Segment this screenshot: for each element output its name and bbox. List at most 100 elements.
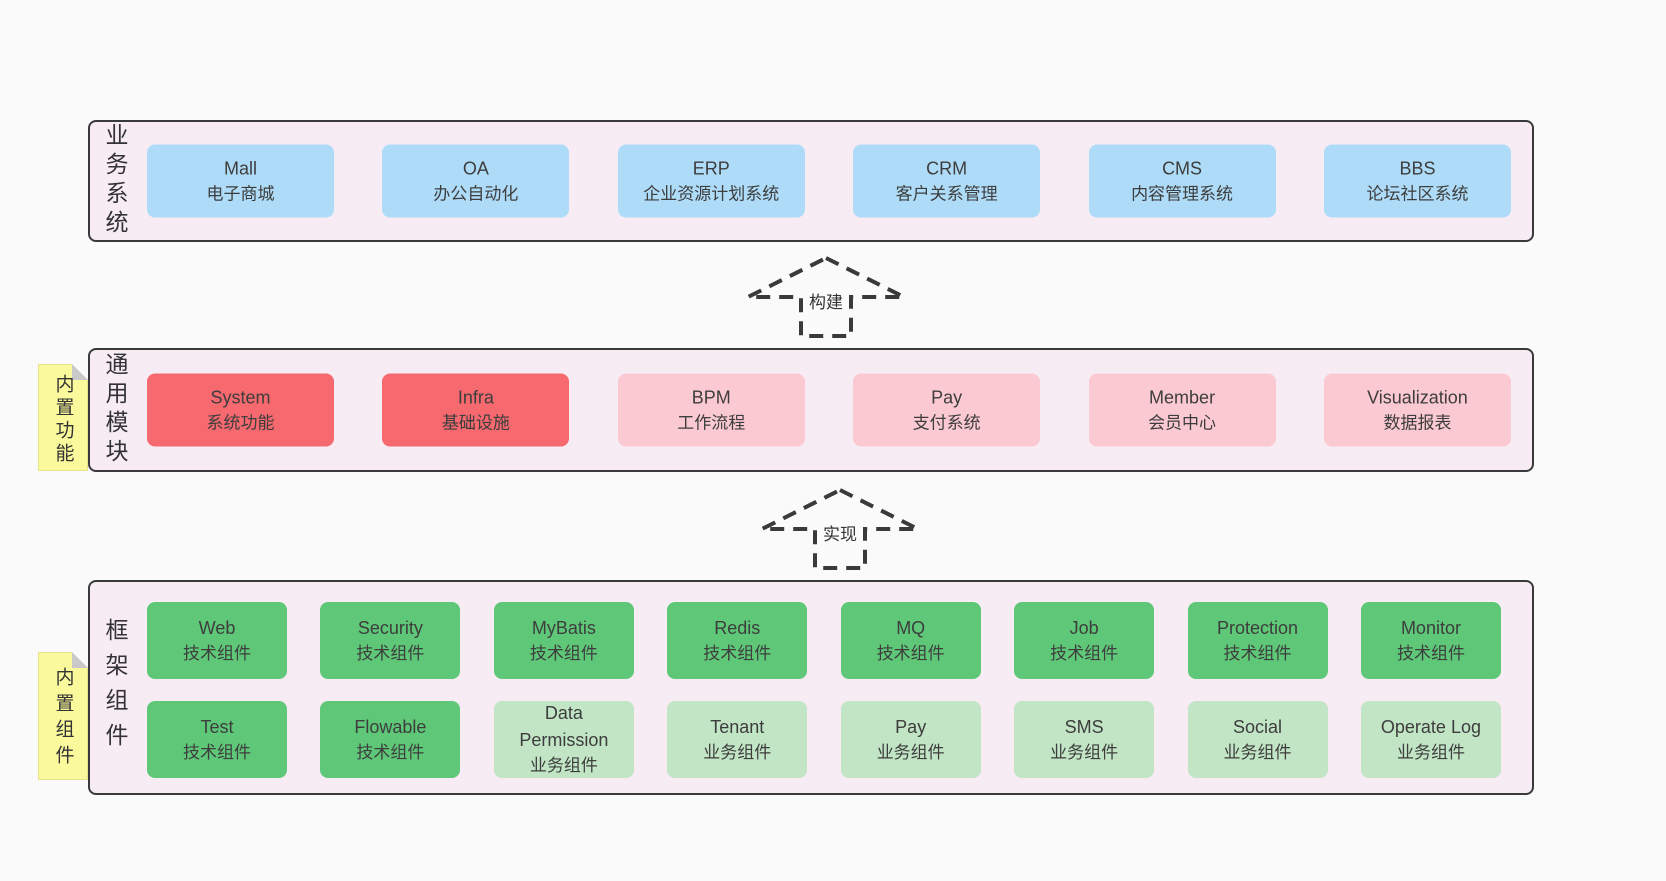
- module-subtitle: 论坛社区系统: [1366, 184, 1469, 204]
- common-modules-box-row: System 系统功能 Infra 基础设施 BPM 工作流程 Pay 支付系统…: [147, 373, 1511, 447]
- framework-components-row-2: Test 技术组件 Flowable 技术组件 Data Permission …: [147, 701, 1501, 778]
- component-box: Social 业务组件: [1187, 701, 1328, 778]
- section-common-modules: 通用模块 System 系统功能 Infra 基础设施 BPM 工作流程 Pay…: [88, 348, 1534, 472]
- component-box: Tenant 业务组件: [667, 701, 808, 778]
- module-subtitle: 办公自动化: [433, 184, 519, 204]
- component-title: Protection: [1217, 617, 1299, 638]
- module-title: CRM: [926, 158, 968, 179]
- dashed-up-arrow-implement: 实现: [755, 487, 925, 573]
- component-title: Test: [200, 716, 234, 737]
- component-box: MQ 技术组件: [840, 602, 981, 679]
- module-title: Mall: [223, 158, 257, 179]
- module-title: System: [210, 387, 271, 408]
- module-box: Pay 支付系统: [853, 373, 1041, 447]
- component-subtitle: 技术组件: [1223, 643, 1292, 663]
- dashed-up-arrow-build: 构建: [741, 255, 911, 341]
- component-title: Web: [198, 617, 236, 638]
- sticky-note-text: 内置组件: [52, 666, 74, 771]
- component-subtitle: 技术组件: [1050, 643, 1119, 663]
- module-box: BBS 论坛社区系统: [1323, 144, 1511, 218]
- module-box: Mall 电子商城: [147, 144, 334, 218]
- component-title: Flowable: [354, 716, 427, 737]
- component-subtitle: 技术组件: [529, 643, 598, 663]
- module-title: BBS: [1399, 158, 1436, 179]
- module-box: BPM 工作流程: [617, 373, 805, 447]
- module-title: CMS: [1162, 158, 1203, 179]
- component-box: Monitor 技术组件: [1360, 602, 1501, 679]
- component-title: Tenant: [710, 716, 765, 737]
- module-box: Infra 基础设施: [382, 373, 570, 447]
- component-title: Monitor: [1400, 617, 1461, 638]
- module-title: ERP: [692, 158, 730, 179]
- component-subtitle: 业务组件: [876, 742, 945, 762]
- module-subtitle: 会员中心: [1148, 413, 1217, 433]
- component-subtitle: 业务组件: [1396, 742, 1465, 762]
- module-box: ERP 企业资源计划系统: [617, 144, 805, 218]
- module-title: Pay: [931, 387, 963, 408]
- component-box: Test 技术组件: [147, 701, 287, 778]
- component-subtitle: 技术组件: [356, 742, 425, 762]
- component-title: MQ: [896, 617, 926, 638]
- component-subtitle: 技术组件: [1396, 643, 1465, 663]
- component-box: SMS 业务组件: [1014, 701, 1155, 778]
- business-systems-box-row: Mall 电子商城 OA 办公自动化 ERP 企业资源计划系统 CRM 客户关系…: [147, 144, 1511, 218]
- module-box: OA 办公自动化: [382, 144, 570, 218]
- section-label-framework-components: 框架组件: [102, 617, 128, 758]
- module-title: Member: [1149, 387, 1216, 408]
- sticky-note-built-in-features: 内置功能: [38, 364, 88, 471]
- module-subtitle: 电子商城: [206, 184, 275, 204]
- component-title: SMS: [1064, 716, 1104, 737]
- folded-corner-icon: [72, 364, 88, 380]
- module-subtitle: 数据报表: [1383, 413, 1452, 433]
- component-subtitle: 技术组件: [703, 643, 772, 663]
- section-label-business-systems: 业务系统: [102, 123, 128, 239]
- section-label-common-modules: 通用模块: [102, 352, 128, 468]
- component-box: Redis 技术组件: [667, 602, 808, 679]
- arrow-label-implement: 实现: [820, 523, 860, 547]
- component-subtitle: 业务组件: [529, 756, 598, 776]
- module-subtitle: 基础设施: [441, 413, 510, 433]
- module-box: System 系统功能: [147, 373, 334, 447]
- sticky-note-built-in-components: 内置组件: [38, 652, 88, 780]
- component-box: MyBatis 技术组件: [493, 602, 634, 679]
- module-box: CRM 客户关系管理: [853, 144, 1041, 218]
- component-subtitle: 技术组件: [356, 643, 425, 663]
- module-title: Infra: [457, 387, 494, 408]
- component-title: Social: [1233, 716, 1283, 737]
- component-title: Security: [357, 617, 423, 638]
- component-box: Job 技术组件: [1014, 602, 1155, 679]
- module-title: Visualization: [1367, 387, 1468, 408]
- module-subtitle: 企业资源计划系统: [643, 184, 780, 204]
- component-box: Protection 技术组件: [1187, 602, 1328, 679]
- module-box: Member 会员中心: [1088, 373, 1276, 447]
- component-box: Pay 业务组件: [840, 701, 981, 778]
- component-subtitle: 技术组件: [183, 742, 251, 762]
- folded-corner-icon: [72, 652, 88, 668]
- arrow-label-build: 构建: [806, 291, 846, 315]
- module-subtitle: 内容管理系统: [1131, 184, 1234, 204]
- module-title: OA: [462, 158, 489, 179]
- component-subtitle: 业务组件: [703, 742, 772, 762]
- component-title: Redis: [714, 617, 761, 638]
- component-title: Job: [1069, 617, 1099, 638]
- sticky-note-text: 内置功能: [52, 373, 74, 466]
- component-box: Security 技术组件: [320, 602, 461, 679]
- module-subtitle: 工作流程: [677, 413, 746, 433]
- component-box: Data Permission 业务组件: [493, 701, 634, 778]
- module-subtitle: 系统功能: [206, 413, 275, 433]
- component-box: Web 技术组件: [147, 602, 287, 679]
- component-subtitle: 技术组件: [876, 643, 945, 663]
- component-box: Flowable 技术组件: [320, 701, 461, 778]
- module-box: Visualization 数据报表: [1323, 373, 1511, 447]
- module-subtitle: 支付系统: [912, 413, 981, 433]
- framework-components-row-1: Web 技术组件 Security 技术组件 MyBatis 技术组件 Redi…: [147, 602, 1501, 679]
- component-title: Data Permission: [519, 703, 609, 751]
- component-subtitle: 业务组件: [1223, 742, 1292, 762]
- component-box: Operate Log 业务组件: [1360, 701, 1501, 778]
- module-subtitle: 客户关系管理: [895, 184, 998, 204]
- section-framework-components: 框架组件 Web 技术组件 Security 技术组件 MyBatis 技术组件…: [88, 580, 1534, 795]
- component-title: Operate Log: [1380, 716, 1481, 737]
- component-title: Pay: [895, 716, 927, 737]
- module-box: CMS 内容管理系统: [1088, 144, 1276, 218]
